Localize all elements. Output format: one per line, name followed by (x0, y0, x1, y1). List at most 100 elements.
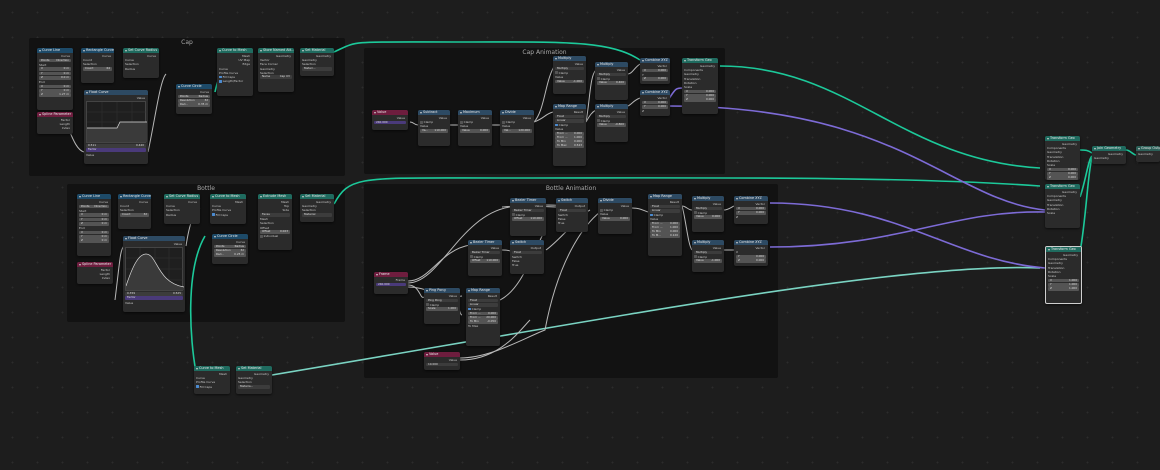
curve-editor[interactable] (125, 247, 184, 292)
node-map-range-bottle-2[interactable]: Map Range Result Float Linear Clamp From… (466, 288, 500, 346)
clamp-checkbox[interactable]: Clamp (597, 77, 626, 81)
from-min-field[interactable]: From ...0.000 (468, 311, 498, 316)
operation-dropdown[interactable]: Multiply (694, 250, 722, 255)
fill-caps-checkbox[interactable]: Fill Caps (212, 213, 244, 217)
value-field[interactable]: Va...110.000 (420, 129, 448, 133)
interpolation-dropdown[interactable]: Linear (468, 302, 498, 307)
from-max-field[interactable]: From ...1.000 (555, 135, 584, 140)
node-value-cap-anim[interactable]: Value Value 240.000 (372, 110, 408, 130)
node-set-curve-radius-cap[interactable]: Set Curve Radius Curve Curve Selection R… (123, 48, 159, 78)
clamp-checkbox[interactable]: Clamp (460, 120, 490, 124)
node-transform-geometry-cap[interactable]: Transform Geo Geometry Components Geomet… (682, 58, 718, 114)
node-rectangle-curve-bottle[interactable]: Rectangle Curve Curve Count Selection Co… (118, 194, 151, 229)
operation-dropdown[interactable]: Bezier Timer (512, 208, 544, 213)
from-min-field[interactable]: From ...0.000 (555, 131, 584, 136)
clamp-checkbox[interactable]: Clamp (512, 213, 544, 217)
node-join-geometry[interactable]: Join Geometry Geometry Geometry (1092, 146, 1126, 164)
material-selector[interactable]: Materia... (238, 385, 270, 389)
fill-caps-checkbox[interactable]: Fill Caps (219, 75, 251, 79)
fill-caps-checkbox[interactable]: Fill Caps (196, 385, 228, 389)
radius-field[interactable]: Rad...0.35 m (178, 102, 210, 107)
operation-dropdown[interactable]: Multiply (597, 114, 626, 119)
node-transform-geometry-2[interactable]: Transform Geo Geometry Components Geomet… (1045, 184, 1080, 228)
node-curve-to-mesh-cap[interactable]: Curve to Mesh Mesh UV Map Edge Curve Pro… (217, 48, 253, 96)
from-max-field[interactable]: From ...1.000 (650, 225, 680, 230)
clamp-checkbox[interactable]: Clamp (694, 255, 722, 259)
curve-editor[interactable] (86, 101, 147, 144)
factor-field[interactable]: Factor (86, 148, 146, 153)
clamp-checkbox[interactable]: Clamp (470, 255, 500, 259)
node-extrude-mesh-bottle[interactable]: Extrude Mesh Mesh Top Side Faces Mesh Se… (258, 194, 292, 250)
node-spline-parameter-cap[interactable]: Spline Parameter Factor Length Index (37, 112, 73, 134)
clamp-checkbox[interactable]: Clamp (426, 303, 458, 307)
node-frame-input[interactable]: Frame Frame 240.000 (374, 272, 408, 294)
data-type-dropdown[interactable]: Float (650, 204, 680, 209)
node-bezier-timer-1[interactable]: Bezier Timer Value Bezier Timer Clamp Of… (510, 198, 546, 236)
node-map-range-bottle[interactable]: Map Range Result Float Linear Clamp Valu… (648, 194, 682, 256)
node-spline-parameter-bottle[interactable]: Spline Parameter Factor Length Index (77, 262, 113, 284)
node-transform-geometry-1[interactable]: Transform Geo Geometry Components Geomet… (1045, 136, 1080, 180)
operation-dropdown[interactable]: Ping Pong (426, 298, 458, 303)
node-multiply-cap-3[interactable]: Multiply Value Multiply Clamp Value-0.80… (595, 104, 628, 142)
data-type-dropdown[interactable]: Float (555, 114, 584, 119)
to-min-field[interactable]: To Min-0.050 (468, 319, 498, 324)
factor-field[interactable]: Factor (125, 296, 183, 301)
node-set-material-bottle[interactable]: Set Material Geometry Geometry Selection… (300, 194, 334, 222)
operation-dropdown[interactable]: Multiply (694, 206, 722, 211)
operation-dropdown[interactable]: Multiply (597, 72, 626, 77)
individual-checkbox[interactable]: Individual (260, 234, 290, 238)
value-field[interactable]: Value-1.000 (694, 259, 722, 264)
clamp-checkbox[interactable]: Clamp (650, 213, 680, 217)
value-field[interactable]: Value-0.800 (597, 123, 626, 128)
value-field[interactable]: 240.000 (374, 120, 406, 125)
node-switch-2[interactable]: Switch Output Float Switch False True (510, 240, 544, 274)
clamp-checkbox[interactable]: Clamp (597, 119, 626, 123)
mode-dropdown[interactable]: Faces (260, 213, 290, 217)
